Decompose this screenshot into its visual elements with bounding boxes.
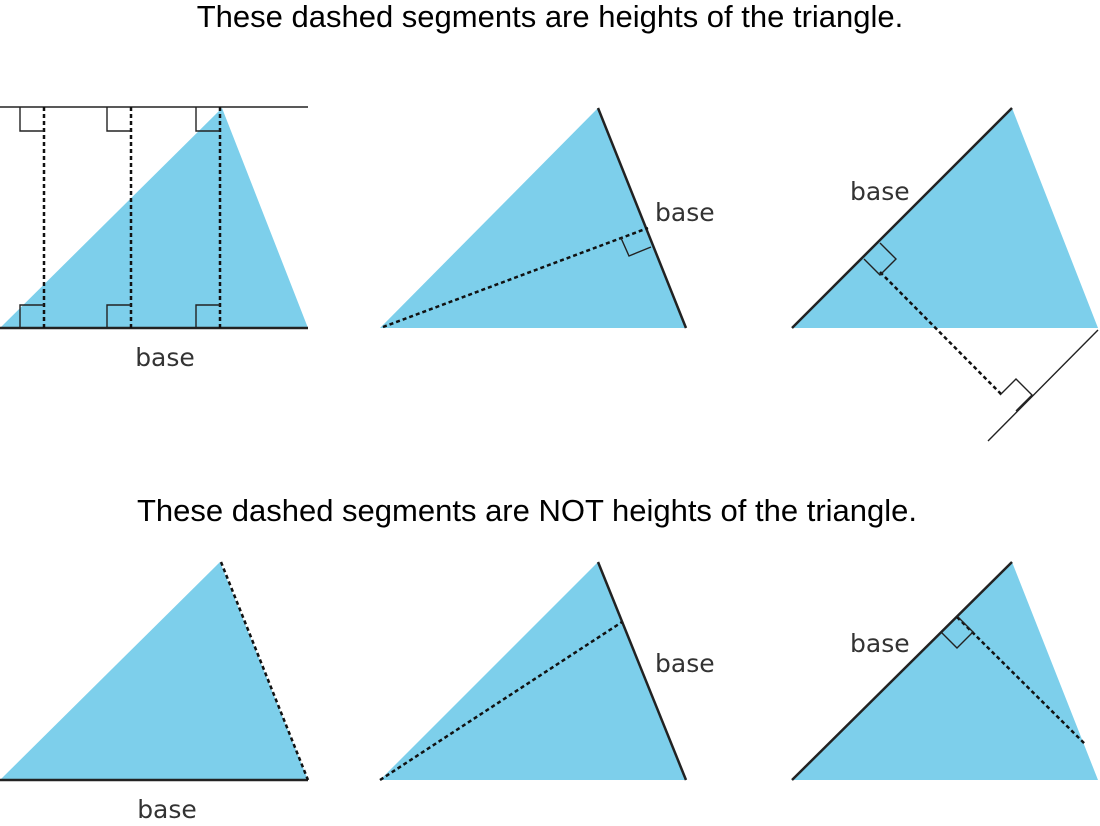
base-line bbox=[596, 561, 688, 781]
right-angle-mark bbox=[620, 237, 652, 257]
right-angle-mark bbox=[999, 378, 1033, 412]
heights-title: These dashed segments are heights of the… bbox=[197, 0, 904, 34]
triangle bbox=[792, 562, 1098, 780]
triangle bbox=[0, 108, 308, 328]
parallel-line bbox=[987, 329, 1099, 442]
height-example-2: base bbox=[380, 107, 715, 329]
height-segment bbox=[382, 226, 649, 329]
triangle bbox=[380, 108, 686, 328]
triangle bbox=[792, 108, 1098, 328]
right-angle-mark bbox=[940, 615, 974, 649]
dashed-segment bbox=[379, 620, 623, 782]
non-height-example-2: base bbox=[379, 561, 715, 782]
base-label: base bbox=[137, 795, 197, 824]
right-angle-marks bbox=[19, 304, 220, 328]
base-label: base bbox=[850, 177, 910, 206]
base-label: base bbox=[850, 629, 910, 658]
height-example-3: base bbox=[791, 107, 1099, 442]
triangle bbox=[380, 562, 686, 780]
base-label: base bbox=[655, 649, 715, 678]
base-line bbox=[791, 107, 1013, 329]
not-heights-title: These dashed segments are NOT heights of… bbox=[137, 493, 917, 528]
non-height-example-3: base bbox=[791, 561, 1098, 781]
base-line bbox=[596, 107, 688, 329]
height-example-1: base bbox=[0, 106, 308, 372]
height-segment bbox=[879, 271, 1003, 396]
non-height-example-1: base bbox=[0, 561, 310, 824]
base-label: base bbox=[655, 198, 715, 227]
right-angle-marks bbox=[19, 107, 220, 132]
base-label: base bbox=[135, 343, 195, 372]
base-line bbox=[791, 561, 1013, 781]
triangle bbox=[0, 562, 308, 780]
right-angle-mark bbox=[863, 242, 897, 276]
dashed-segment bbox=[956, 616, 1087, 746]
